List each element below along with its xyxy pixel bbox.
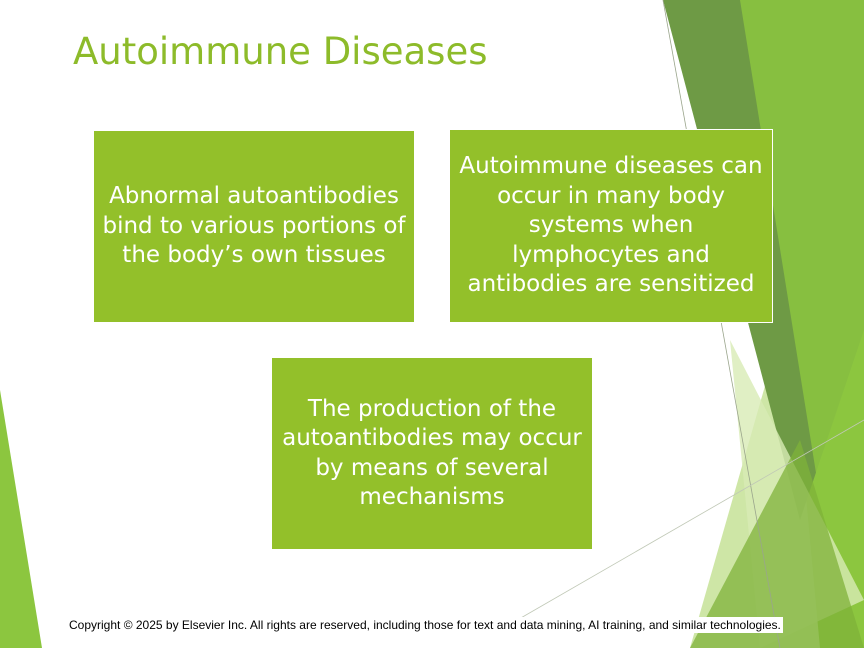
- content-box-text: The production of the autoantibodies may…: [282, 395, 582, 511]
- copyright-notice: Copyright © 2025 by Elsevier Inc. All ri…: [68, 617, 783, 633]
- content-box-abnormal-autoantibodies: Abnormal autoantibodies bind to various …: [93, 130, 415, 323]
- decor-line-1: [662, 0, 781, 648]
- content-box-text: Autoimmune diseases can occur in many bo…: [459, 153, 763, 298]
- decor-line-2: [499, 419, 864, 631]
- content-box-mechanisms: The production of the autoantibodies may…: [271, 357, 593, 550]
- page-title: Autoimmune Diseases: [73, 30, 488, 73]
- decor-green-triangle-bottom-right: [690, 440, 864, 648]
- content-box-text: Abnormal autoantibodies bind to various …: [102, 183, 406, 269]
- content-box-body-systems: Autoimmune diseases can occur in many bo…: [449, 129, 773, 323]
- decor-left-triangle: [0, 390, 42, 648]
